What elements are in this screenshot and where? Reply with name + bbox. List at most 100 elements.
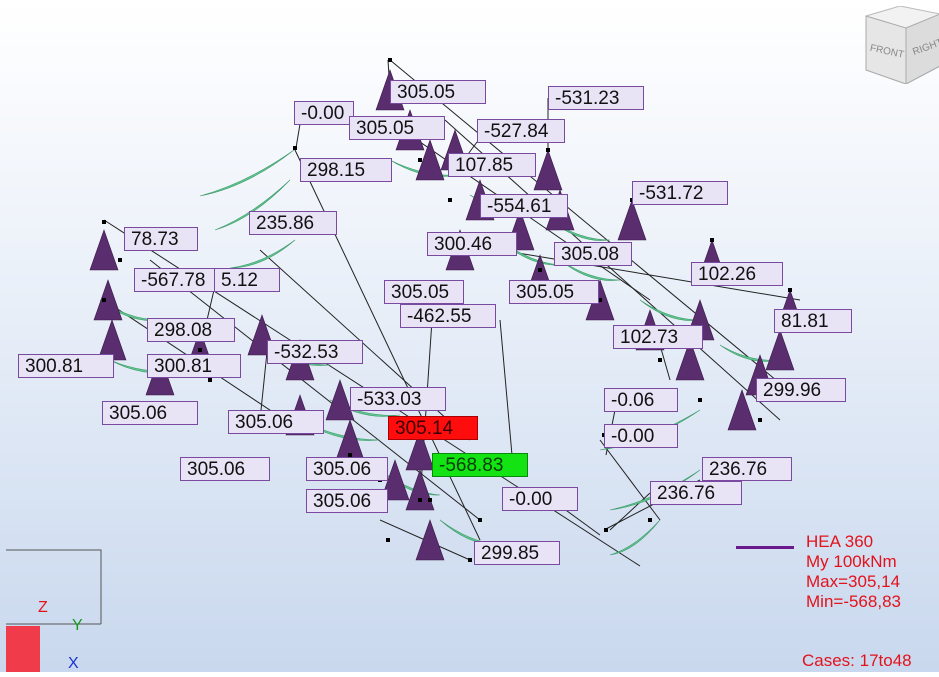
negative-moment-peak: [533, 149, 563, 191]
value-label: -527.84: [477, 119, 565, 143]
leader-line: [295, 123, 301, 149]
node-point: [758, 418, 762, 422]
node-point: [538, 268, 542, 272]
positive-moment-area: [559, 259, 621, 281]
value-label: -531.23: [548, 86, 644, 110]
value-label: -554.61: [480, 194, 568, 218]
node-point: [546, 148, 550, 152]
leader-line: [609, 492, 651, 531]
negative-moment-peak: [405, 429, 435, 471]
value-label: -532.53: [267, 340, 363, 364]
value-label: -0.06: [604, 388, 678, 412]
value-label: 305.05: [390, 80, 486, 104]
value-label: 102.26: [691, 262, 783, 286]
node-point: [698, 398, 702, 402]
value-label: 299.85: [474, 541, 560, 565]
node-point: [428, 498, 432, 502]
value-label: 298.15: [300, 158, 392, 182]
value-label: -462.55: [400, 304, 496, 328]
value-label: 305.06: [180, 457, 270, 481]
node-point: [102, 298, 106, 302]
value-label: -0.00: [294, 101, 354, 125]
axis-z-label: Z: [38, 599, 48, 616]
value-label: 300.81: [147, 354, 241, 378]
positive-moment-area: [609, 519, 661, 556]
negative-moment-peak: [727, 389, 757, 431]
node-point: [198, 348, 202, 352]
negative-moment-peak: [675, 339, 705, 381]
legend-section: HEA 360: [806, 532, 874, 551]
value-label: 300.46: [427, 232, 517, 256]
beam-line: [599, 439, 661, 521]
min-value-label: -568.83: [432, 453, 528, 477]
value-label: 298.08: [147, 318, 235, 342]
negative-moment-peak: [415, 139, 445, 181]
legend-quantity: My 100kNm: [806, 552, 897, 571]
leader-line: [259, 351, 268, 421]
negative-moment-peak: [405, 469, 435, 511]
value-label: 102.73: [613, 325, 703, 349]
legend-min: Min=-568,83: [806, 592, 901, 611]
node-point: [418, 498, 422, 502]
axis-y-label: Y: [72, 617, 83, 634]
value-label: 236.76: [650, 481, 742, 505]
node-point: [604, 528, 608, 532]
leader-line: [659, 344, 671, 381]
value-label: 107.85: [448, 153, 536, 177]
node-point: [658, 358, 662, 362]
node-point: [102, 220, 106, 224]
value-label: -533.03: [350, 387, 446, 411]
negative-moment-peak: [93, 279, 123, 321]
node-point: [118, 258, 122, 262]
node-point: [348, 453, 352, 457]
value-label: 305.05: [509, 280, 599, 304]
view-cube[interactable]: FRONT RIGHT: [860, 5, 939, 85]
negative-moment-peak: [765, 329, 795, 371]
node-point: [388, 58, 392, 62]
value-label: 305.06: [306, 489, 388, 513]
value-label: 305.06: [228, 410, 324, 434]
negative-moment-peak: [380, 459, 410, 501]
value-label: 305.06: [306, 457, 388, 481]
node-point: [468, 558, 472, 562]
positive-moment-area: [609, 469, 701, 511]
node-point: [598, 298, 602, 302]
value-label: 81.81: [774, 309, 852, 333]
value-label: 305.08: [554, 242, 632, 266]
node-point: [710, 238, 714, 242]
value-label: -0.00: [604, 424, 678, 448]
value-label: 299.96: [756, 378, 846, 402]
value-label: -531.72: [632, 181, 728, 205]
node-point: [208, 378, 212, 382]
leader-line: [499, 319, 513, 456]
legend-max: Max=305,14: [806, 572, 901, 591]
positive-moment-area: [214, 179, 291, 231]
node-point: [448, 198, 452, 202]
beam-line: [389, 59, 801, 401]
value-label: -0.00: [502, 487, 578, 511]
positive-moment-area: [229, 239, 296, 269]
negative-moment-peak: [415, 519, 445, 561]
beam-line: [149, 259, 481, 521]
node-point: [293, 146, 297, 150]
value-label: 235.86: [249, 211, 337, 235]
axis-x-label: X: [68, 655, 79, 672]
value-label: 236.76: [702, 457, 792, 481]
negative-moment-peak: [325, 379, 355, 421]
value-label: -567.78: [134, 268, 228, 292]
axis-triad: Z Y X: [6, 548, 104, 672]
node-point: [788, 288, 792, 292]
legend-line-swatch: [736, 546, 794, 549]
negative-moment-peak: [617, 199, 647, 241]
value-label: 300.81: [18, 354, 114, 378]
node-point: [648, 518, 652, 522]
value-label: 305.05: [349, 116, 445, 140]
max-value-label: 305.14: [388, 416, 478, 440]
node-point: [478, 518, 482, 522]
value-label: 5.12: [214, 268, 280, 292]
load-cases: Cases: 17to48: [802, 651, 912, 670]
node-point: [418, 158, 422, 162]
beam-line: [499, 249, 801, 301]
node-point: [386, 538, 390, 542]
